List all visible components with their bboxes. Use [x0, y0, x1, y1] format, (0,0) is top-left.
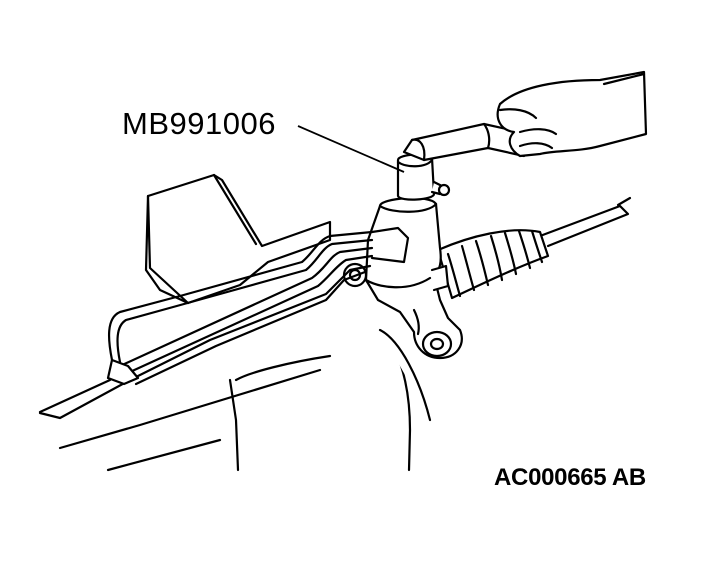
rack-housing [38, 290, 600, 490]
tie-rod [538, 196, 632, 248]
hand [496, 70, 648, 158]
rack-boot [436, 229, 550, 300]
figure-reference-code: AC000665 AB [494, 464, 646, 491]
hydraulic-pipes [107, 230, 374, 386]
tool-leader-line [297, 125, 405, 173]
pipe-clamp [106, 358, 140, 386]
tool-part-number-label: MB991006 [122, 106, 276, 141]
mounting-bracket [144, 173, 332, 305]
pinion-housing [364, 196, 463, 360]
special-tool-socket [396, 153, 451, 201]
